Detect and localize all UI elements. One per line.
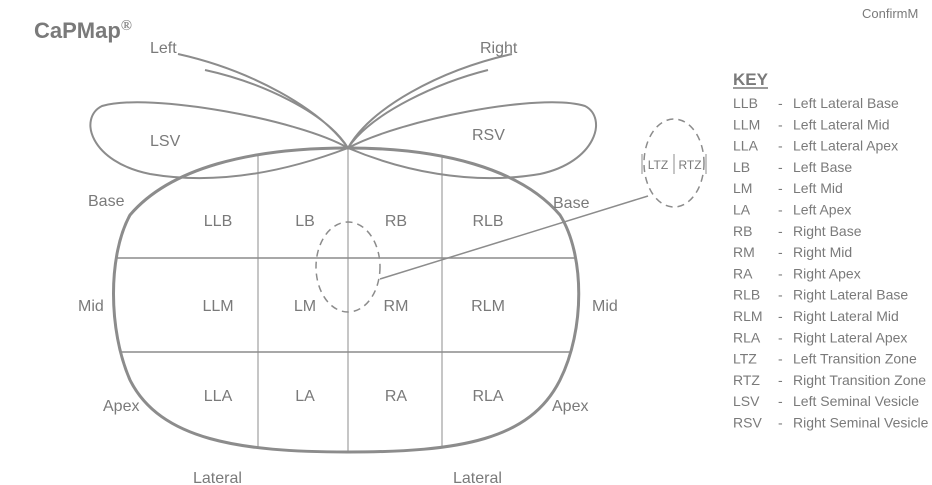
key-code: RM	[733, 244, 755, 260]
key-description: Left Transition Zone	[793, 351, 917, 367]
left-label: Left	[150, 40, 177, 57]
key-description: Left Lateral Base	[793, 95, 899, 111]
zone-ra: RA	[385, 388, 408, 405]
key-separator: -	[778, 415, 783, 431]
lateral-left-label: Lateral	[193, 470, 242, 485]
lsv-label: LSV	[150, 133, 181, 150]
key-separator: -	[778, 329, 783, 345]
ltz-callout-label: LTZ	[648, 158, 668, 172]
zone-llm: LLM	[202, 298, 233, 315]
zone-rlb: RLB	[472, 213, 503, 230]
zone-rb: RB	[385, 213, 407, 230]
left-seminal-vesicle-lobe	[89, 101, 351, 180]
key-separator: -	[778, 223, 783, 239]
key-separator: -	[778, 202, 783, 218]
key-code: LSV	[733, 393, 760, 409]
rsv-label: RSV	[472, 127, 505, 144]
zone-lb: LB	[295, 213, 315, 230]
lateral-right-label: Lateral	[453, 470, 502, 485]
key-code: LM	[733, 180, 752, 196]
key-description: Left Lateral Mid	[793, 116, 890, 132]
transition-zone-leader-line	[379, 195, 649, 280]
brand-name: CaPMap	[34, 18, 121, 43]
key-code: RLB	[733, 287, 760, 303]
key-description: Left Apex	[793, 202, 851, 218]
key-description: Right Base	[793, 223, 862, 239]
key-code: RB	[733, 223, 752, 239]
key-description: Right Lateral Base	[793, 287, 908, 303]
zone-lla: LLA	[204, 388, 233, 405]
zone-lm: LM	[294, 298, 316, 315]
right-seminal-vesicle-lobe	[345, 101, 597, 180]
key-separator: -	[778, 244, 783, 260]
key-separator: -	[778, 180, 783, 196]
key-separator: -	[778, 138, 783, 154]
key-description: Left Seminal Vesicle	[793, 393, 919, 409]
key-code: LLA	[733, 138, 759, 154]
key-code: RLM	[733, 308, 763, 324]
key-description: Right Apex	[793, 265, 861, 281]
rtz-callout-label: RTZ	[678, 158, 701, 172]
key-code: LLM	[733, 116, 760, 132]
zone-rm: RM	[384, 298, 409, 315]
key-code: RSV	[733, 415, 762, 431]
left-vas-deferens	[177, 53, 349, 149]
key-code: LA	[733, 202, 751, 218]
zone-rlm: RLM	[471, 298, 505, 315]
prostate-gland-outline	[112, 146, 581, 454]
key-description: Right Lateral Mid	[793, 308, 899, 324]
key-separator: -	[778, 351, 783, 367]
key-description: Right Mid	[793, 244, 852, 260]
key-code: RTZ	[733, 372, 760, 388]
key-description: Right Seminal Vesicle	[793, 415, 929, 431]
key-separator: -	[778, 159, 783, 175]
zone-la: LA	[295, 388, 315, 405]
key-description: Left Base	[793, 159, 852, 175]
apex-left-label: Apex	[103, 398, 139, 415]
right-vas-deferens	[347, 53, 513, 149]
key-description: Left Lateral Apex	[793, 138, 898, 154]
transition-zone-outline	[315, 221, 381, 313]
header-right-label: ConfirmM	[862, 6, 918, 21]
key-description: Left Mid	[793, 180, 843, 196]
transition-zone-callout	[643, 118, 705, 208]
key-separator: -	[778, 265, 783, 281]
key-description: Right Lateral Apex	[793, 329, 907, 345]
brand-registered-mark: ®	[121, 18, 132, 34]
key-separator: -	[778, 308, 783, 324]
key-separator: -	[778, 372, 783, 388]
key-code: LLB	[733, 95, 758, 111]
key-code: LTZ	[733, 351, 757, 367]
key-separator: -	[778, 393, 783, 409]
key-separator: -	[778, 287, 783, 303]
zone-rla: RLA	[472, 388, 503, 405]
base-right-label: Base	[553, 195, 590, 212]
key-code: RLA	[733, 329, 761, 345]
key-separator: -	[778, 116, 783, 132]
key-description: Right Transition Zone	[793, 372, 926, 388]
brand-title: CaPMap®	[34, 18, 132, 43]
key-code: RA	[733, 265, 753, 281]
right-label: Right	[480, 40, 518, 57]
mid-left-label: Mid	[78, 298, 104, 315]
mid-right-label: Mid	[592, 298, 618, 315]
key-code: LB	[733, 159, 750, 175]
apex-right-label: Apex	[552, 398, 588, 415]
key-title: KEY	[733, 70, 769, 89]
zone-llb: LLB	[204, 213, 232, 230]
key-separator: -	[778, 95, 783, 111]
base-left-label: Base	[88, 193, 125, 210]
